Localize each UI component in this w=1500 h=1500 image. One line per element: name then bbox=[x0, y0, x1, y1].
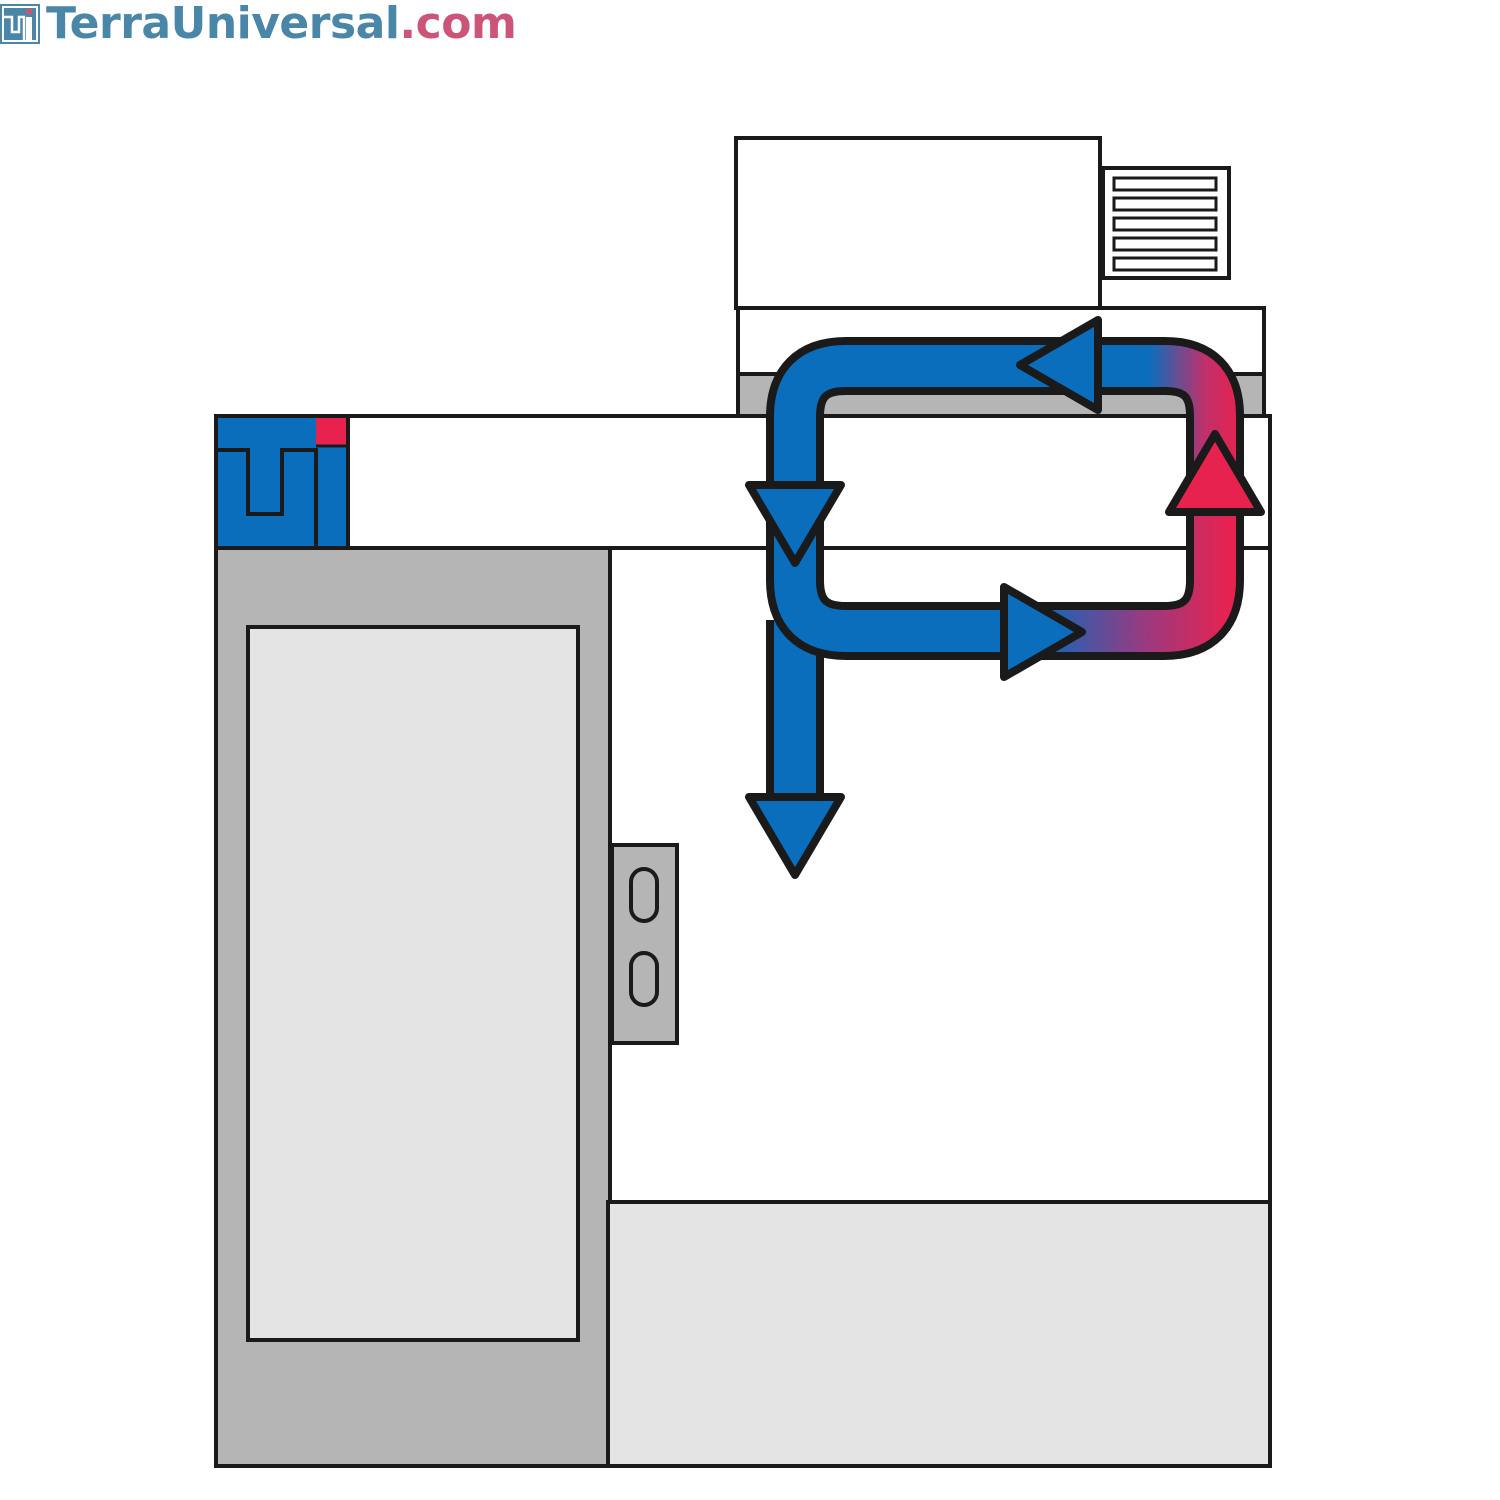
ti-logo-icon bbox=[0, 4, 40, 44]
outflow-arrow-icon bbox=[745, 620, 845, 879]
door-hinge[interactable] bbox=[610, 843, 679, 1045]
cabinet-header-band bbox=[214, 414, 1272, 550]
brand-header: TerraUniversal .com bbox=[0, 0, 517, 49]
cabinet-door-window bbox=[246, 625, 580, 1342]
top-unit-housing bbox=[734, 136, 1102, 310]
header-ti-logo-icon bbox=[214, 414, 350, 550]
circulation-arrow-icon bbox=[745, 316, 1265, 681]
cabinet-lower-panel bbox=[606, 1200, 1272, 1468]
vent-grille-icon bbox=[1101, 166, 1231, 280]
brand-tld[interactable]: .com bbox=[399, 0, 517, 49]
brand-name[interactable]: TerraUniversal bbox=[46, 0, 400, 49]
